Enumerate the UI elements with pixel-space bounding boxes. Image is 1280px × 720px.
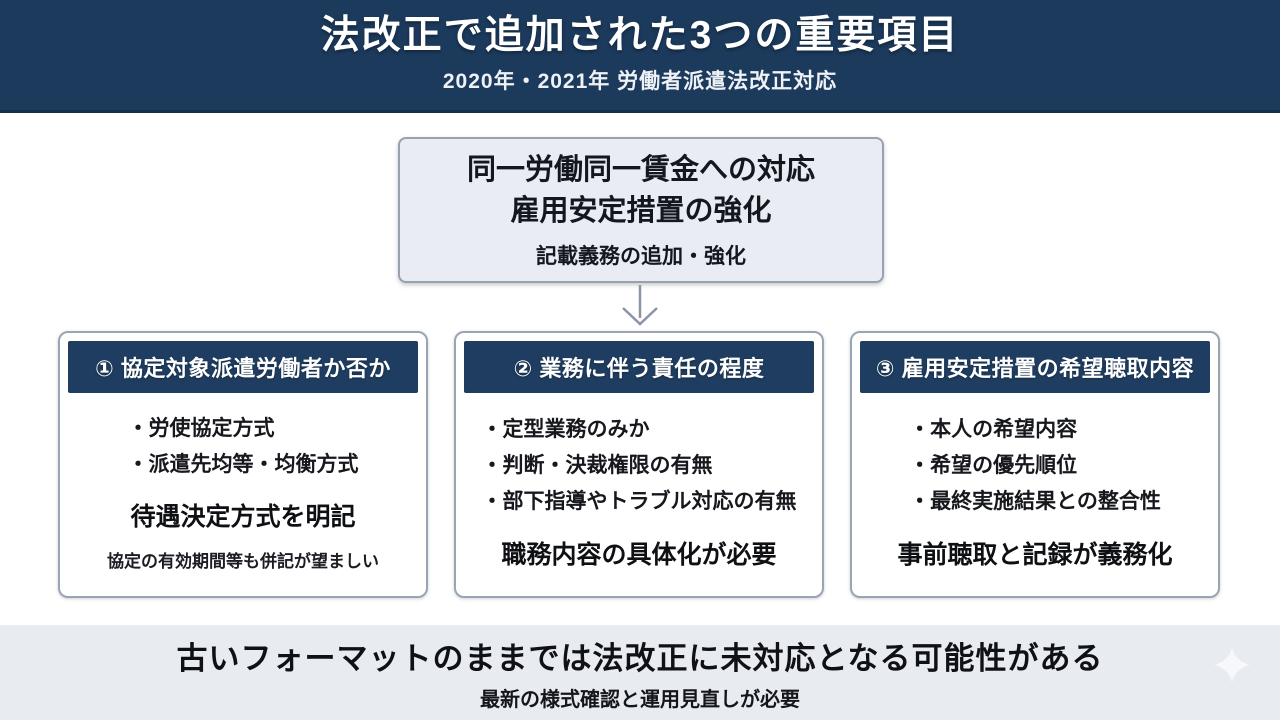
cards-row: ① 協定対象派遣労働者か否か ・労使協定方式 ・派遣先均等・均衡方式 待遇決定方…: [58, 331, 1220, 598]
summary-line-2: 雇用安定措置の強化: [510, 194, 772, 227]
card-2-body: ・定型業務のみか ・判断・決裁権限の有無 ・部下指導やトラブル対応の有無 職務内…: [464, 393, 814, 588]
footer-band: 古いフォーマットのままでは法改正に未対応となる可能性がある 最新の様式確認と運用…: [0, 625, 1280, 720]
card-1-emphasis: 待遇決定方式を明記: [130, 503, 356, 532]
footer-warning: 古いフォーマットのままでは法改正に未対応となる可能性がある: [176, 641, 1104, 676]
card-2-header: ② 業務に伴う責任の程度: [464, 341, 814, 393]
card-3-emphasis: 事前聴取と記録が義務化: [897, 541, 1173, 570]
card-3-employment-stability: ③ 雇用安定措置の希望聴取内容 ・本人の希望内容 ・希望の優先順位 ・最終実施結…: [850, 331, 1220, 598]
card-3-bullets: ・本人の希望内容 ・希望の優先順位 ・最終実施結果との整合性: [909, 412, 1161, 520]
card-1-bullets: ・労使協定方式 ・派遣先均等・均衡方式: [128, 411, 359, 483]
card-3-body: ・本人の希望内容 ・希望の優先順位 ・最終実施結果との整合性 事前聴取と記録が義…: [860, 393, 1210, 588]
bullet-item: ・本人の希望内容: [909, 417, 1078, 441]
sparkle-icon: [1212, 645, 1252, 690]
card-2-responsibility-level: ② 業務に伴う責任の程度 ・定型業務のみか ・判断・決裁権限の有無 ・部下指導や…: [454, 331, 824, 598]
footer-note: 最新の様式確認と運用見直しが必要: [480, 689, 800, 711]
card-1-body: ・労使協定方式 ・派遣先均等・均衡方式 待遇決定方式を明記 協定の有効期間等も併…: [68, 393, 418, 588]
card-2-bullets: ・定型業務のみか ・判断・決裁権限の有無 ・部下指導やトラブル対応の有無: [482, 412, 797, 520]
summary-subtext: 記載義務の追加・強化: [536, 244, 746, 268]
card-1-header: ① 協定対象派遣労働者か否か: [68, 341, 418, 393]
card-1-note: 協定の有効期間等も併記が望ましい: [107, 552, 379, 572]
card-3-header: ③ 雇用安定措置の希望聴取内容: [860, 341, 1210, 393]
card-2-emphasis: 職務内容の具体化が必要: [501, 541, 777, 570]
summary-line-1: 同一労働同一賃金への対応: [466, 154, 815, 187]
header-band: 法改正で追加された3つの重要項目 2020年・2021年 労働者派遣法改正対応: [0, 0, 1280, 113]
page-subtitle: 2020年・2021年 労働者派遣法改正対応: [442, 69, 838, 93]
page-title: 法改正で追加された3つの重要項目: [320, 14, 960, 58]
arrow-down-icon: [615, 285, 665, 332]
bullet-item: ・派遣先均等・均衡方式: [127, 453, 359, 477]
summary-box: 同一労働同一賃金への対応 雇用安定措置の強化 記載義務の追加・強化: [398, 137, 884, 283]
card-1-treatment-method: ① 協定対象派遣労働者か否か ・労使協定方式 ・派遣先均等・均衡方式 待遇決定方…: [58, 331, 428, 598]
bullet-item: ・希望の優先順位: [909, 454, 1078, 477]
bullet-item: ・判断・決裁権限の有無: [481, 454, 713, 477]
bullet-item: ・定型業務のみか: [481, 417, 650, 441]
bullet-item: ・部下指導やトラブル対応の有無: [481, 490, 797, 514]
bullet-item: ・労使協定方式: [127, 416, 275, 440]
bullet-item: ・最終実施結果との整合性: [909, 490, 1161, 514]
